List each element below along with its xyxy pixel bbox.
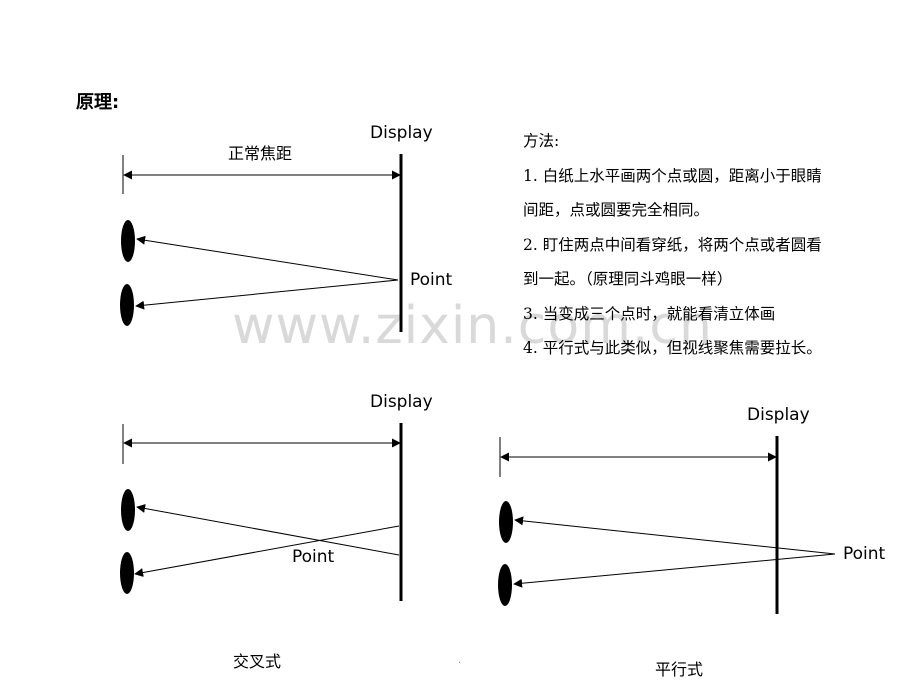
point-label-cross: Point	[292, 547, 335, 567]
sight-line-bottom	[134, 525, 400, 577]
method-heading: 方法:	[523, 132, 560, 150]
eye-top	[499, 501, 513, 543]
method-line: 3. 当变成三个点时，就能看清立体画	[523, 304, 776, 323]
sight-line-top	[514, 516, 836, 555]
caption-parallel: 平行式	[655, 660, 704, 679]
method-line: 到一起。（原理同斗鸡眼一样）	[523, 270, 733, 288]
display-label-normal: Display	[370, 123, 433, 143]
eye-top	[121, 489, 135, 531]
caption-cross: 交叉式	[233, 652, 282, 671]
eye-bottom	[120, 284, 134, 326]
point-label-normal: Point	[410, 270, 453, 290]
display-label-cross: Display	[370, 392, 433, 412]
method-line: 1. 白纸上水平画两个点或圆，距离小于眼睛	[523, 166, 822, 185]
diagram-parallel	[498, 436, 836, 614]
eye-bottom	[120, 552, 134, 594]
method-text-block: 方法: 1. 白纸上水平画两个点或圆，距离小于眼睛 间距，点或圆要完全相同。 2…	[523, 124, 893, 366]
diagram-normal-focus	[120, 154, 403, 332]
sight-line-bottom	[135, 279, 399, 310]
distance-label-normal: 正常焦距	[228, 144, 293, 163]
method-line: 2. 盯住两点中间看穿纸，将两个点或者圆看	[523, 235, 822, 254]
diagram-cross-eyed	[120, 423, 403, 601]
sight-line-top	[136, 504, 400, 556]
footer-dot: .	[458, 655, 462, 666]
method-line: 间距，点或圆要完全相同。	[523, 201, 710, 219]
display-label-parallel: Display	[747, 405, 810, 425]
eye-bottom	[498, 564, 512, 606]
watermark: www.zixin.com.cn	[232, 296, 713, 356]
eye-top	[121, 220, 135, 262]
method-line: 4. 平行式与此类似，但视线聚焦需要拉长。	[523, 339, 822, 357]
sight-line-bottom	[513, 553, 836, 588]
page-title: 原理:	[76, 92, 120, 113]
sight-line-top	[136, 235, 399, 281]
point-label-parallel: Point	[843, 544, 886, 564]
